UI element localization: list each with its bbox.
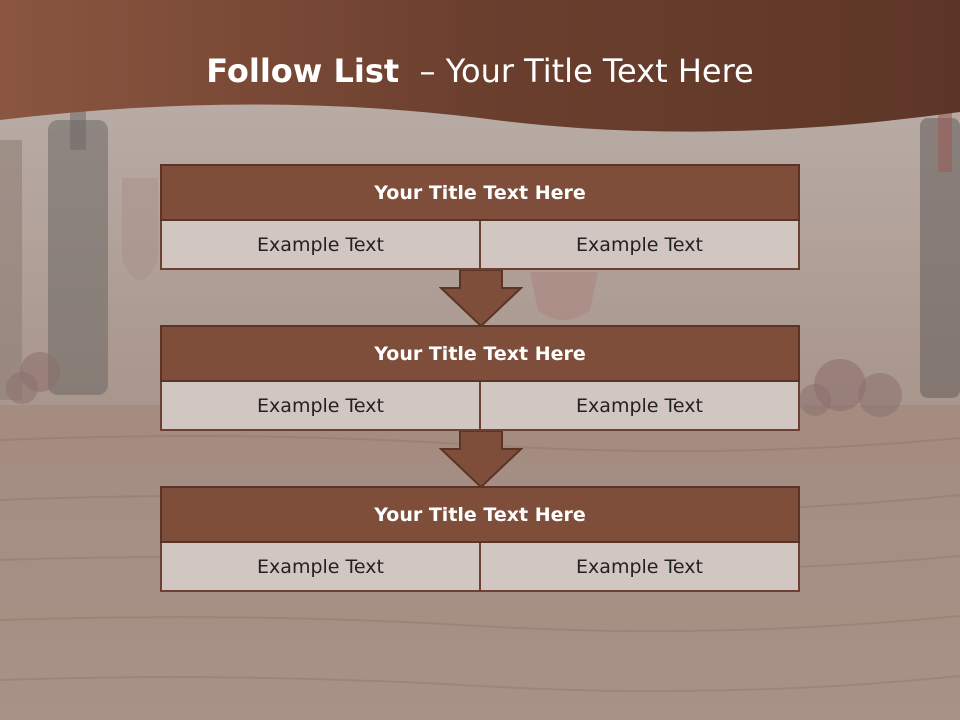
step-cell-left: Example Text xyxy=(160,221,481,270)
down-arrow-icon xyxy=(439,431,523,489)
step-cell-left: Example Text xyxy=(160,382,481,431)
step-row: Example Text Example Text xyxy=(160,382,800,431)
slide-title-rest: – Your Title Text Here xyxy=(399,52,754,90)
step-title: Your Title Text Here xyxy=(160,325,800,382)
step-cell-right: Example Text xyxy=(481,221,800,270)
slide-title: Follow List – Your Title Text Here xyxy=(0,52,960,90)
slide-title-bold: Follow List xyxy=(206,52,400,90)
step-row: Example Text Example Text xyxy=(160,543,800,592)
step-cell-left: Example Text xyxy=(160,543,481,592)
down-arrow-icon xyxy=(439,270,523,328)
step-cell-right: Example Text xyxy=(481,382,800,431)
step-box-1: Your Title Text Here Example Text Exampl… xyxy=(160,164,800,270)
step-box-3: Your Title Text Here Example Text Exampl… xyxy=(160,486,800,592)
step-cell-right: Example Text xyxy=(481,543,800,592)
step-box-2: Your Title Text Here Example Text Exampl… xyxy=(160,325,800,431)
step-row: Example Text Example Text xyxy=(160,221,800,270)
step-title: Your Title Text Here xyxy=(160,486,800,543)
step-title: Your Title Text Here xyxy=(160,164,800,221)
